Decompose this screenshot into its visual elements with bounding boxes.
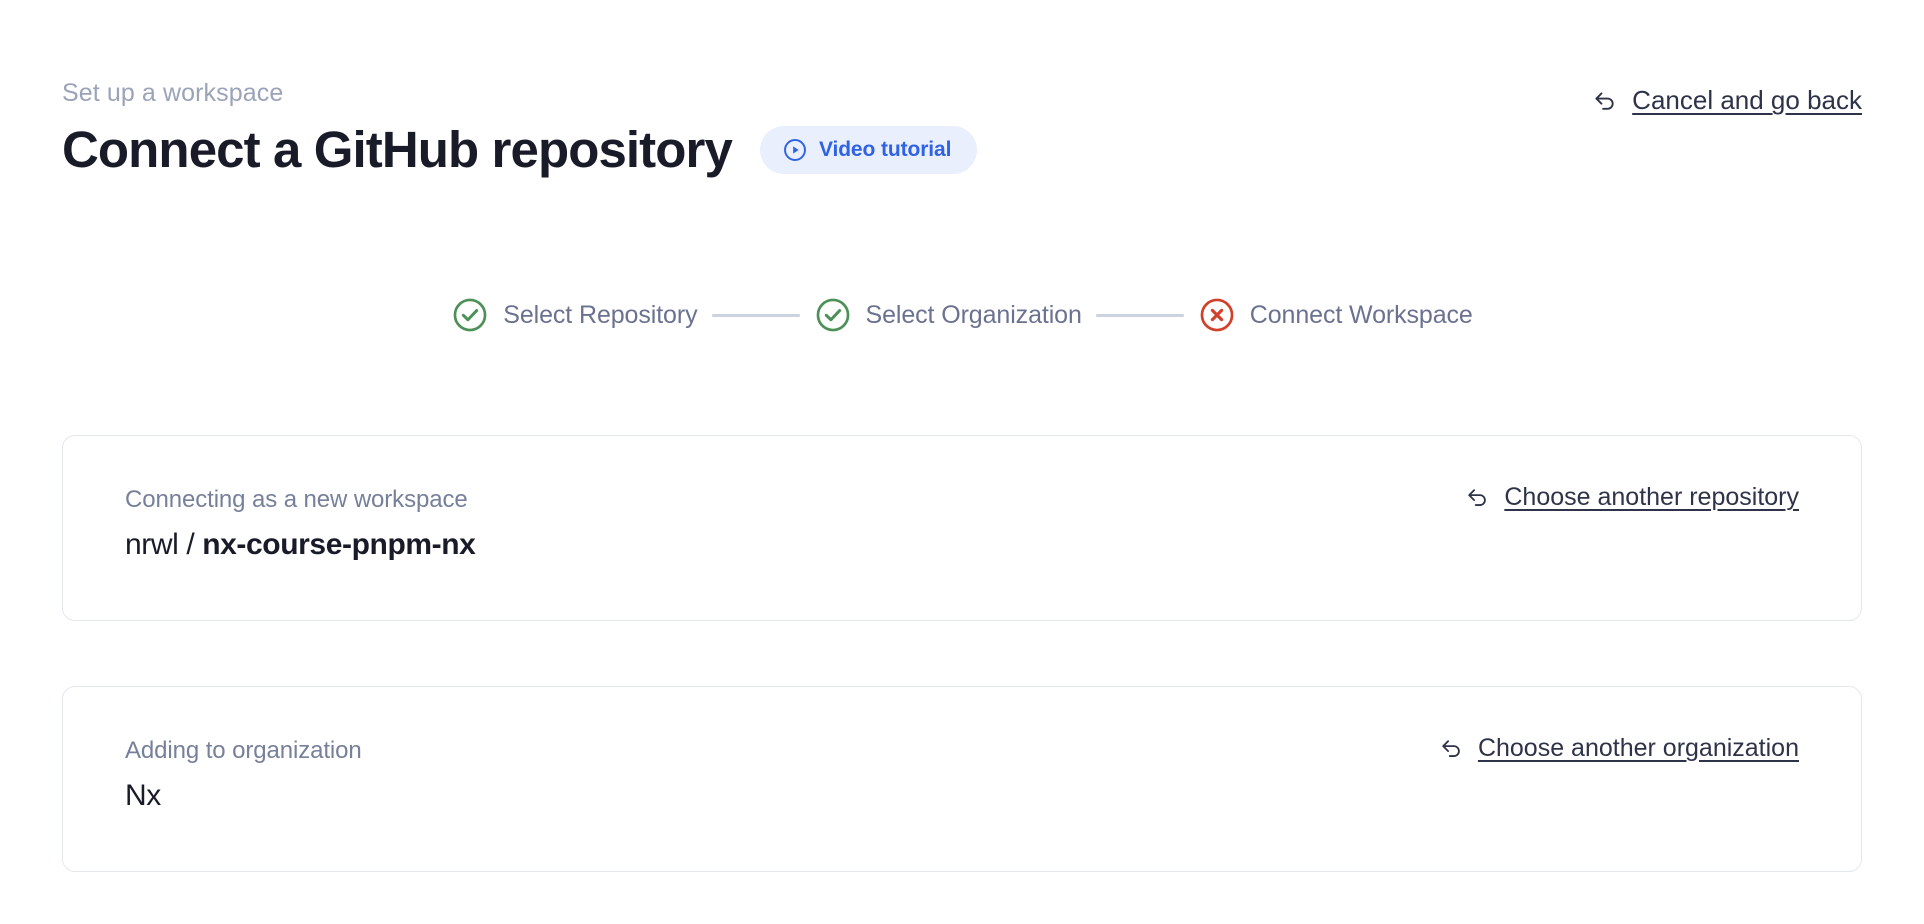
organization-card: Adding to organization Nx Choose another…	[62, 686, 1862, 872]
page-header: Set up a workspace Connect a GitHub repo…	[62, 78, 1862, 180]
progress-stepper: Select Repository Select Organization Co…	[0, 296, 1924, 334]
title-row: Connect a GitHub repository Video tutori…	[62, 120, 1862, 180]
step-select-repository[interactable]: Select Repository	[451, 296, 698, 334]
repository-name: nx-course-pnpm-nx	[202, 528, 476, 561]
x-circle-icon	[1198, 296, 1236, 334]
organization-card-inner: Adding to organization Nx Choose another…	[63, 687, 1861, 871]
step-connector-2	[1095, 313, 1184, 317]
back-arrow-icon	[1438, 735, 1465, 762]
step-label-select-repository: Select Repository	[503, 300, 698, 329]
repository-card-inner: Connecting as a new workspace nrwl / nx-…	[63, 436, 1861, 620]
choose-another-repository-label: Choose another repository	[1504, 483, 1799, 511]
organization-name: Nx	[125, 779, 161, 812]
check-circle-icon	[814, 296, 852, 334]
cancel-and-go-back-label: Cancel and go back	[1632, 85, 1862, 115]
video-tutorial-button[interactable]: Video tutorial	[759, 126, 978, 174]
check-circle-icon	[451, 296, 489, 334]
organization-card-value: Nx	[125, 779, 1799, 813]
step-label-connect-workspace: Connect Workspace	[1249, 300, 1473, 329]
step-label-select-organization: Select Organization	[865, 300, 1082, 329]
video-tutorial-label: Video tutorial	[818, 138, 952, 161]
choose-another-organization-link[interactable]: Choose another organization	[1438, 734, 1799, 763]
cancel-and-go-back-link[interactable]: Cancel and go back	[1591, 85, 1862, 116]
play-circle-icon	[782, 137, 808, 163]
page-title: Connect a GitHub repository	[62, 121, 733, 178]
step-connector-1	[711, 313, 800, 317]
organization-card-label: Adding to organization	[125, 737, 362, 764]
repository-card-value: nrwl / nx-course-pnpm-nx	[125, 528, 1799, 562]
back-arrow-icon	[1591, 87, 1619, 115]
step-connect-workspace[interactable]: Connect Workspace	[1198, 296, 1473, 334]
step-select-organization[interactable]: Select Organization	[814, 296, 1082, 334]
choose-another-repository-link[interactable]: Choose another repository	[1464, 483, 1799, 512]
choose-another-organization-label: Choose another organization	[1477, 734, 1799, 762]
repository-card: Connecting as a new workspace nrwl / nx-…	[62, 435, 1862, 621]
back-arrow-icon	[1464, 484, 1491, 511]
repository-card-label: Connecting as a new workspace	[125, 486, 468, 513]
repository-owner: nrwl /	[125, 528, 203, 561]
breadcrumb-eyebrow: Set up a workspace	[62, 79, 284, 107]
